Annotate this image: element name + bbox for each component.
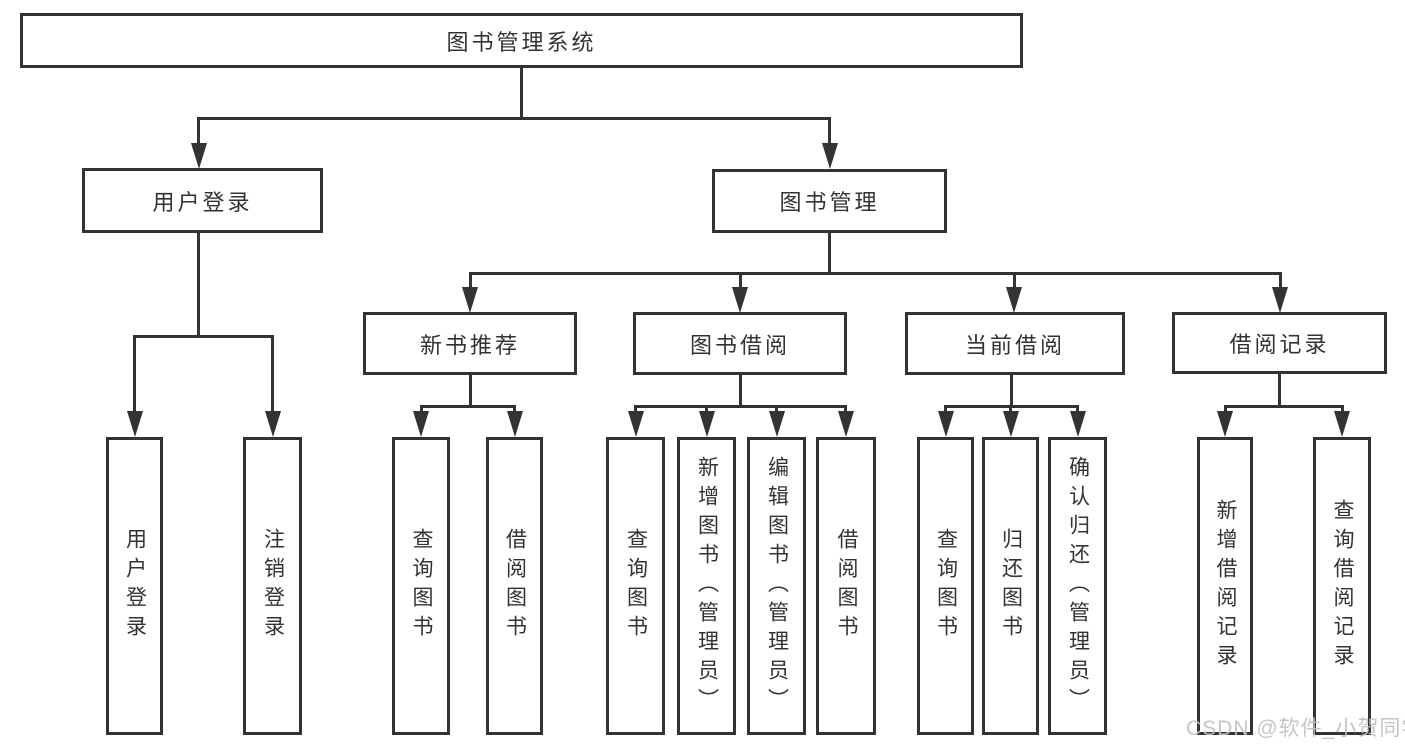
- leaf-query-borrow-record: 查询借阅记录: [1313, 437, 1371, 735]
- arrowhead-down-icon: [1006, 287, 1022, 313]
- node-new-book-recommend: 新书推荐: [363, 312, 577, 375]
- leaf-borrow-books-1: 借阅图书: [486, 437, 543, 735]
- leaf-add-borrow-record-label: 新增借阅记录: [1214, 499, 1237, 673]
- connector-drop-user-login: [197, 117, 200, 147]
- connector-new-book-stem: [469, 374, 472, 407]
- connector-drop-leaf: [775, 405, 778, 415]
- node-borrow-records-label: 借阅记录: [1229, 332, 1330, 357]
- connector-drop-leaf-logout: [271, 335, 274, 415]
- connector-drop-leaf: [705, 405, 708, 415]
- connector-drop-leaf: [1341, 405, 1344, 415]
- node-user-login: 用户登录: [82, 168, 323, 233]
- arrowhead-down-icon: [628, 411, 644, 437]
- node-book-management-label: 图书管理: [779, 190, 880, 215]
- arrowhead-down-icon: [265, 411, 281, 437]
- node-root-label: 图书管理系统: [446, 29, 597, 55]
- connector-drop-book-management: [828, 117, 831, 147]
- leaf-edit-book-admin: 编辑图书（管理员）: [747, 437, 806, 735]
- arrowhead-down-icon: [1272, 287, 1288, 313]
- connector-current-borrow-stem: [1010, 374, 1013, 407]
- connector-drop-borrow-records: [1279, 272, 1282, 292]
- connector-level2-branch: [197, 117, 831, 120]
- arrowhead-down-icon: [769, 411, 785, 437]
- arrowhead-down-icon: [127, 411, 143, 437]
- arrowhead-down-icon: [699, 411, 715, 437]
- leaf-user-login: 用户登录: [106, 437, 163, 735]
- leaf-query-books-1: 查询图书: [392, 437, 450, 735]
- leaf-return-books-label: 归还图书: [999, 528, 1023, 644]
- node-new-book-recommend-label: 新书推荐: [419, 332, 520, 358]
- connector-drop-leaf: [1076, 405, 1079, 415]
- connector-drop-leaf-user-login: [133, 335, 136, 415]
- leaf-user-login-label: 用户登录: [123, 528, 147, 644]
- connector-drop-leaf: [1009, 405, 1012, 415]
- leaf-add-borrow-record: 新增借阅记录: [1197, 437, 1253, 735]
- leaf-query-books-1-label: 查询图书: [410, 528, 433, 644]
- connector-user-login-stem: [197, 233, 200, 338]
- leaf-add-book-admin-label: 新增图书（管理员）: [695, 455, 719, 717]
- leaf-add-book-admin: 新增图书（管理员）: [677, 437, 736, 735]
- connector-drop-leaf: [420, 405, 423, 415]
- connector-user-login-branch: [133, 335, 274, 338]
- arrowhead-down-icon: [191, 143, 207, 169]
- connector-level3-branch: [469, 272, 1282, 275]
- arrowhead-down-icon: [462, 287, 478, 313]
- arrowhead-down-icon: [822, 143, 838, 169]
- arrowhead-down-icon: [732, 287, 748, 313]
- leaf-confirm-return-admin: 确认归还（管理员）: [1048, 437, 1107, 735]
- connector-root-stem: [520, 68, 523, 119]
- connector-drop-leaf: [844, 405, 847, 415]
- connector-new-book-branch: [420, 405, 516, 408]
- node-user-login-label: 用户登录: [152, 189, 253, 215]
- arrowhead-down-icon: [1334, 411, 1350, 437]
- leaf-borrow-books-2: 借阅图书: [816, 437, 876, 735]
- leaf-return-books: 归还图书: [982, 437, 1039, 735]
- connector-drop-leaf: [1224, 405, 1227, 415]
- leaf-edit-book-admin-label: 编辑图书（管理员）: [765, 455, 789, 717]
- leaf-logout-label: 注销登录: [261, 528, 285, 644]
- connector-book-borrow-stem: [739, 374, 742, 407]
- arrowhead-down-icon: [1217, 411, 1233, 437]
- connector-drop-book-borrow: [739, 272, 742, 292]
- leaf-borrow-books-1-label: 借阅图书: [503, 528, 527, 644]
- node-borrow-records: 借阅记录: [1172, 312, 1387, 374]
- arrowhead-down-icon: [838, 411, 854, 437]
- leaf-query-books-2-label: 查询图书: [624, 528, 648, 644]
- arrowhead-down-icon: [1070, 411, 1086, 437]
- arrowhead-down-icon: [413, 411, 429, 437]
- leaf-confirm-return-admin-label: 确认归还（管理员）: [1066, 455, 1090, 717]
- connector-book-borrow-branch: [634, 405, 847, 408]
- arrowhead-down-icon: [938, 411, 954, 437]
- arrowhead-down-icon: [507, 411, 523, 437]
- node-book-borrow: 图书借阅: [633, 312, 847, 375]
- leaf-borrow-books-2-label: 借阅图书: [835, 528, 858, 644]
- connector-drop-leaf: [944, 405, 947, 415]
- connector-drop-current-borrow: [1013, 272, 1016, 292]
- csdn-watermark: CSDN @软件_小贺同学: [1186, 717, 1405, 740]
- arrowhead-down-icon: [1003, 411, 1019, 437]
- node-current-borrow-label: 当前借阅: [964, 332, 1065, 358]
- leaf-query-books-2: 查询图书: [606, 437, 665, 735]
- leaf-query-books-3-label: 查询图书: [934, 528, 958, 644]
- connector-borrow-records-stem: [1278, 374, 1281, 407]
- leaf-query-books-3: 查询图书: [917, 437, 974, 735]
- connector-drop-new-book-recommend: [469, 272, 472, 292]
- connector-book-management-stem: [828, 233, 831, 275]
- node-current-borrow: 当前借阅: [905, 312, 1125, 375]
- node-root: 图书管理系统: [20, 13, 1023, 68]
- node-book-management: 图书管理: [712, 169, 947, 233]
- connector-drop-leaf: [513, 405, 516, 415]
- leaf-query-borrow-record-label: 查询借阅记录: [1331, 499, 1354, 673]
- leaf-logout: 注销登录: [243, 437, 302, 735]
- connector-drop-leaf: [634, 405, 637, 415]
- connector-borrow-records-branch: [1224, 405, 1344, 408]
- node-book-borrow-label: 图书借阅: [689, 332, 790, 358]
